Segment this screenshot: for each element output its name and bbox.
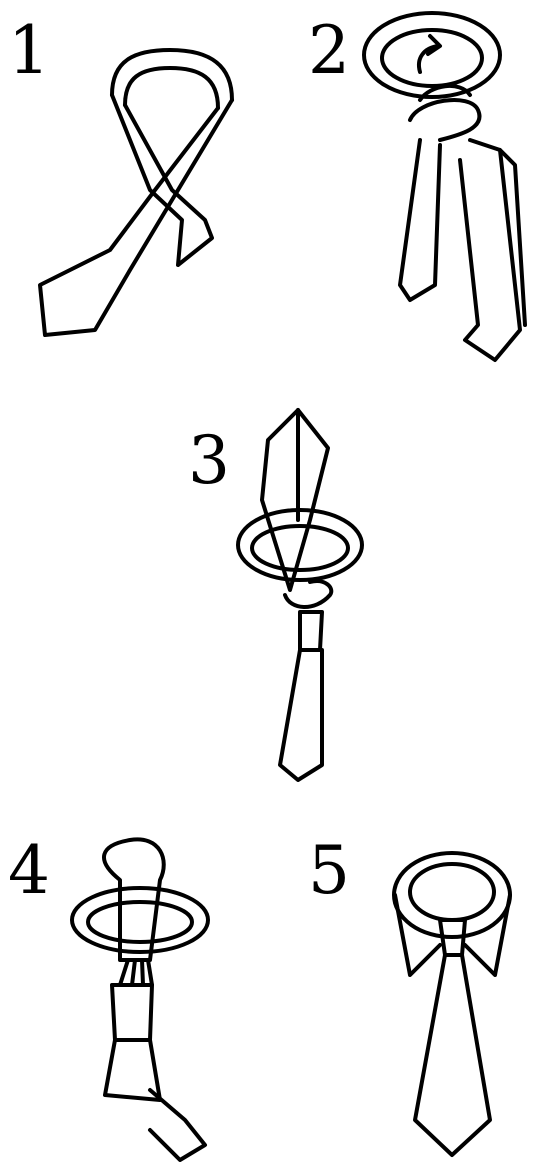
step-2-tie-illustration — [364, 13, 525, 360]
step-5-tie-illustration — [394, 853, 510, 1155]
step-1-tie-illustration — [40, 50, 232, 335]
step-4-tie-illustration — [72, 839, 208, 1160]
step-3-tie-illustration — [238, 410, 362, 780]
